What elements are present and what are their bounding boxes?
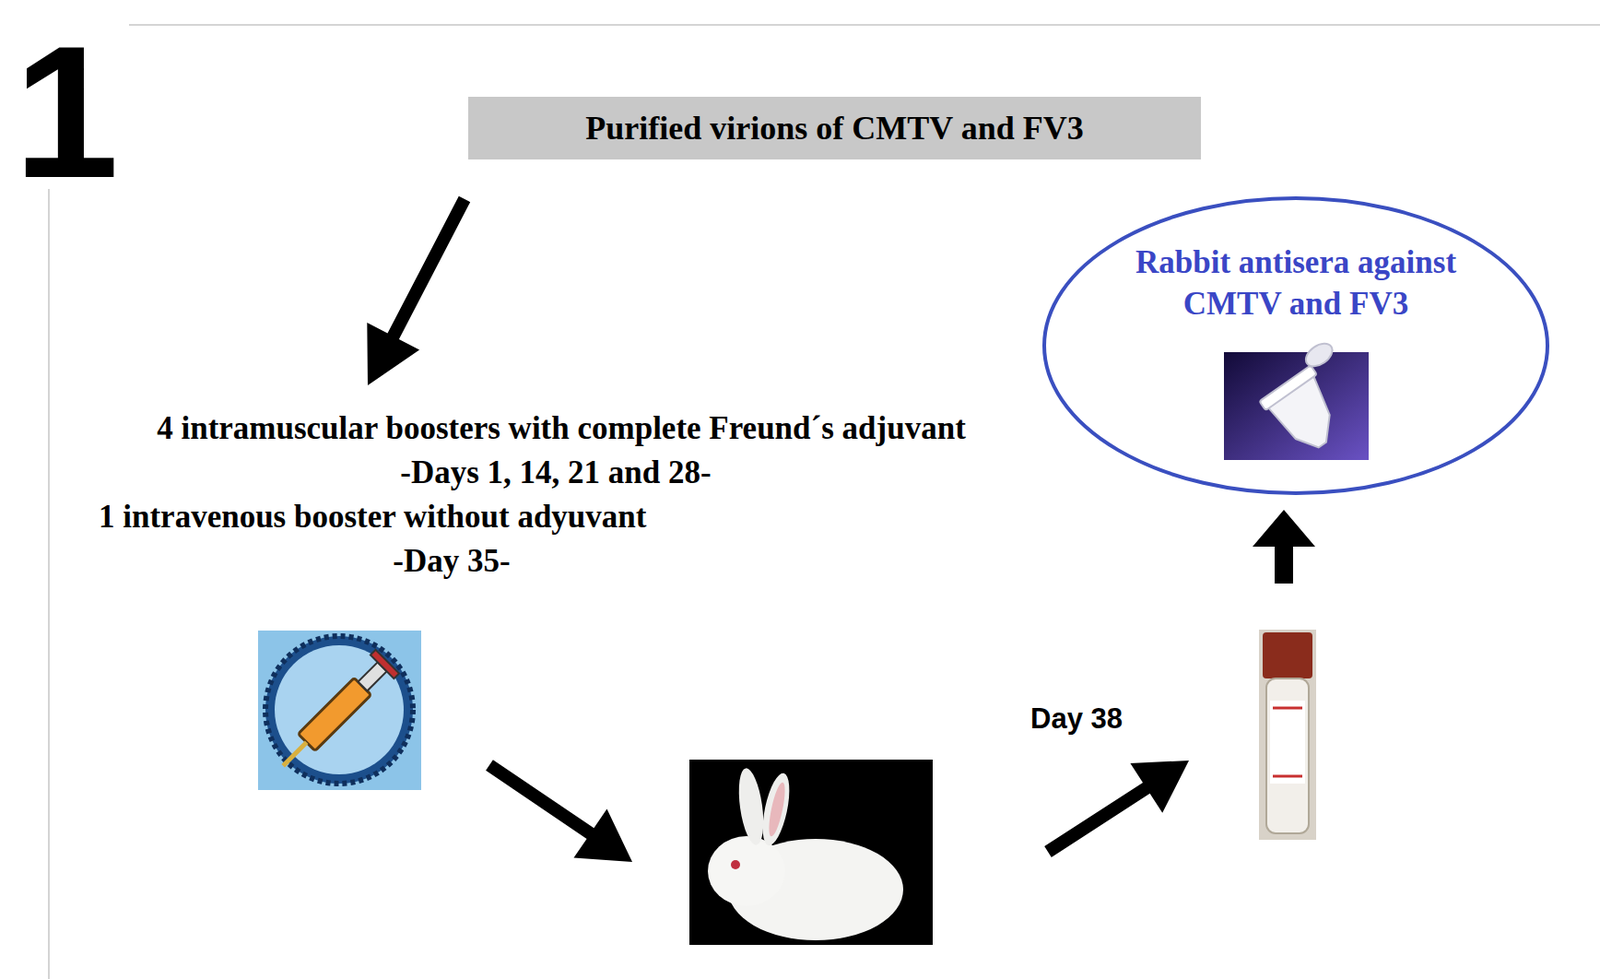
frame-line [129,23,1600,26]
syringe-plunger-head [370,649,400,679]
frame-line [47,188,50,979]
flow-arrow [485,759,633,862]
flow-arrow [1044,760,1189,858]
figure-number: 1 [13,16,119,206]
protocol-text: -Days 1, 14, 21 and 28- [400,454,711,492]
tube-sticker-stripe [1272,706,1303,710]
eppendorf-photo-ground [1223,352,1369,460]
flow-arrow [366,196,471,386]
process-box: Purified virions of CMTV and FV3 [468,96,1201,160]
ellipse-shape [1044,198,1548,494]
rabbit-ear [757,770,795,848]
step-label: Day 38 [1030,702,1123,736]
tube-sticker-stripe [1272,775,1303,778]
syringe-symbol [270,649,400,778]
result-ellipse: Rabbit antisera against CMTV and FV3 [1042,196,1550,495]
ellipse-text: Rabbit antisera against CMTV and FV3 [1093,242,1499,326]
tube-cap [1262,632,1313,679]
tube-body [1266,678,1309,834]
rabbit-ear-inner [765,780,789,837]
protocol-text: -Day 35- [392,542,510,580]
tube-sticker [1270,700,1306,784]
syringe-icon-ground [258,630,422,790]
syringe-barrel [297,677,371,751]
flow-arrow [1252,509,1316,584]
rabbit-photo-ground [689,759,933,945]
box-text: Purified virions of CMTV and FV3 [585,108,1083,148]
eppendorf-lid [1301,339,1337,372]
ellipse-outline [1042,196,1550,495]
eppendorf-rim [1258,364,1318,411]
syringe-needle [282,741,306,765]
eppendorf-tube [1251,339,1375,461]
syringe-icon-disc [274,645,404,775]
rabbit-eye [730,859,741,870]
syringe-icon-ring [265,635,413,784]
rabbit-ear [734,766,767,848]
tube-photo-ground [1258,629,1317,840]
protocol-text: 1 intravenous booster without adyuvant [98,498,647,536]
rabbit-head [707,835,786,906]
protocol-text: 4 intramuscular boosters with complete F… [156,410,966,448]
